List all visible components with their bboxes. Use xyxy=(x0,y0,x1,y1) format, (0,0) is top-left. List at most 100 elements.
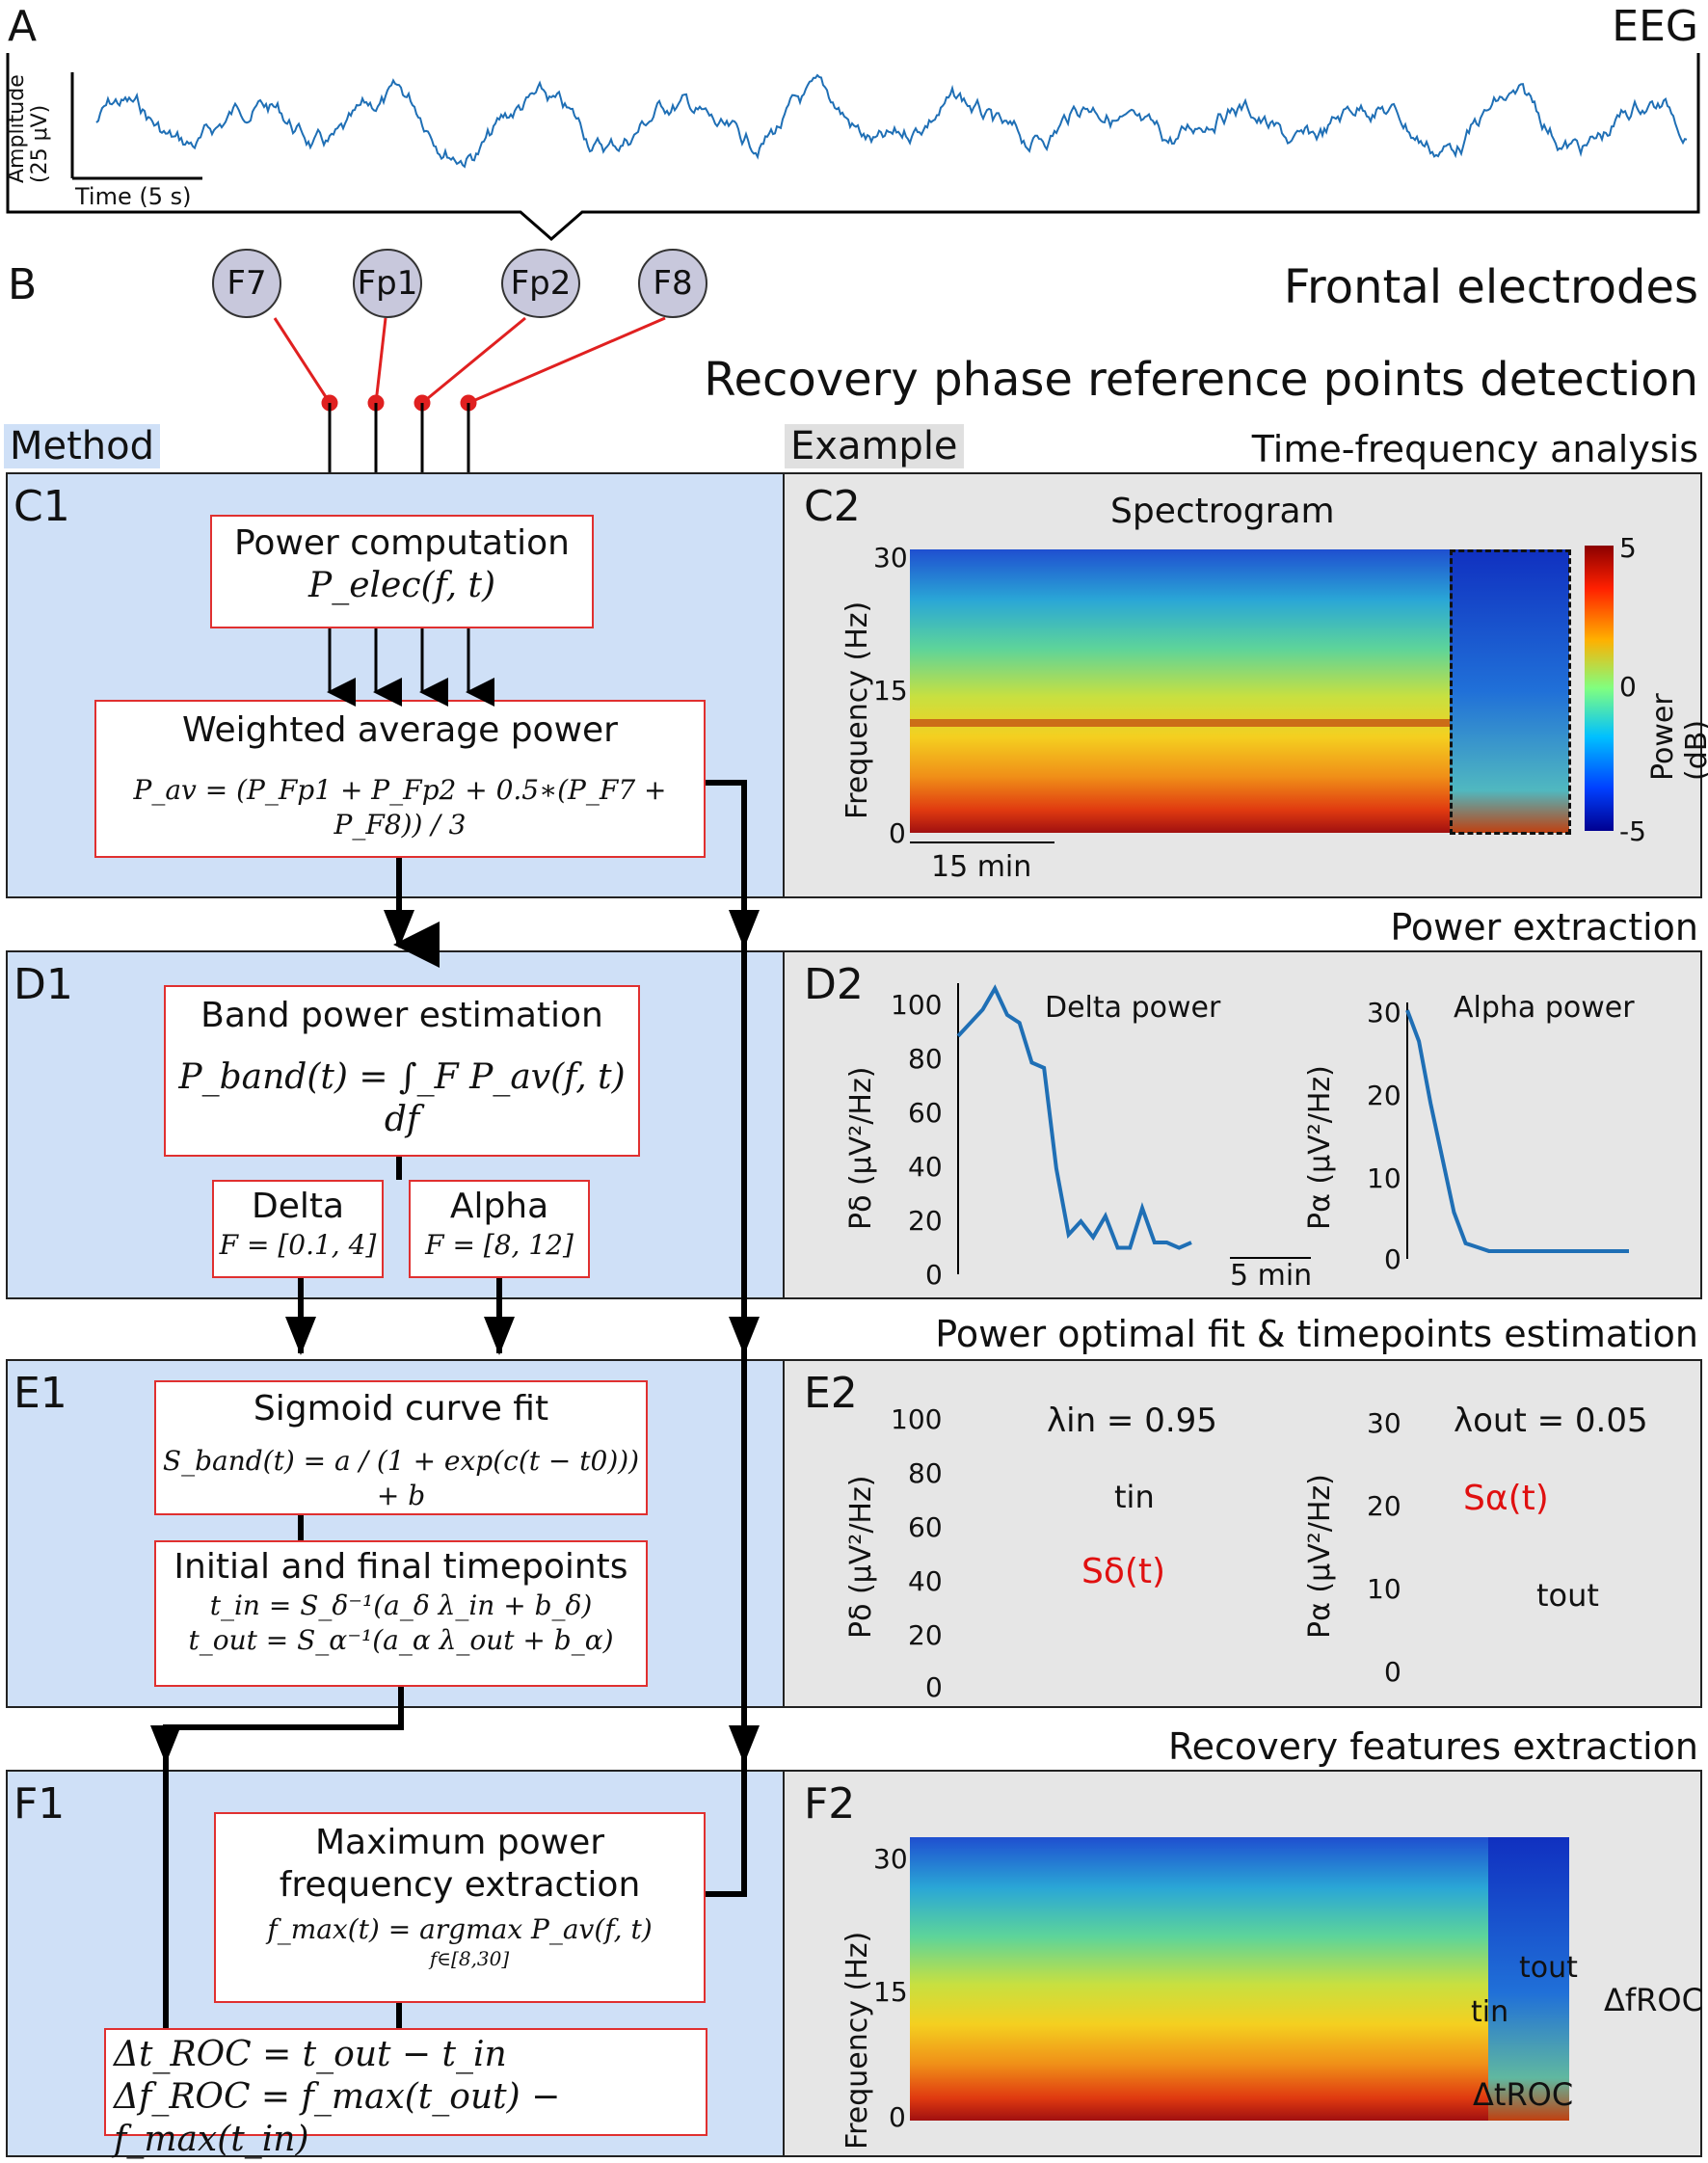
sigmoid-box: Sigmoid curve fit S_band(t) = a / (1 + e… xyxy=(154,1380,648,1515)
colorbar-tick-0: 0 xyxy=(1619,671,1637,703)
panel-a-letter: A xyxy=(8,2,38,51)
f2-ytick-15: 15 xyxy=(873,1976,908,2008)
time-scale-label: Time (5 s) xyxy=(75,183,192,210)
section-pe: Power extraction xyxy=(1390,906,1698,948)
d2-delta-series-line xyxy=(956,984,1192,1250)
colorbar-tick-5: 5 xyxy=(1619,532,1637,564)
s-delta-label: Sδ(t) xyxy=(1081,1552,1166,1591)
e2-alpha-tick-30: 30 xyxy=(1367,1407,1401,1439)
e2-delta-tick-40: 40 xyxy=(908,1565,943,1597)
power-computation-title: Power computation xyxy=(234,523,570,563)
method-tag: Method xyxy=(4,424,161,468)
spectrogram-alpha-band xyxy=(910,719,1459,727)
panel-d2 xyxy=(783,950,1702,1299)
spectrogram-scale-label: 15 min xyxy=(931,850,1032,884)
band-power-title: Band power estimation xyxy=(200,996,603,1035)
spectrogram-ytick-0: 0 xyxy=(889,817,906,849)
electrode-fp1: Fp1 xyxy=(353,249,422,318)
max-power-formula: f_max(t) = argmax P_av(f, t) xyxy=(267,1913,653,1945)
alpha-power-title: Alpha power xyxy=(1454,991,1635,1025)
d2-delta-tick-60: 60 xyxy=(908,1097,943,1129)
e2-delta-ylabel: Pδ (μV²/Hz) xyxy=(844,1475,878,1639)
spectrogram-recovery-region xyxy=(1450,549,1569,833)
max-power-title-2: frequency extraction xyxy=(279,1865,641,1905)
panel-f2-letter: F2 xyxy=(804,1779,856,1829)
delta-name: Delta xyxy=(251,1187,345,1226)
d2-delta-tick-0: 0 xyxy=(925,1259,943,1291)
e2-delta-tick-20: 20 xyxy=(908,1619,943,1651)
f2-ytick-30: 30 xyxy=(873,1843,908,1875)
panel-c1-letter: C1 xyxy=(13,482,70,531)
recovery-dashed-box xyxy=(1450,549,1571,835)
panel-f1-letter: F1 xyxy=(13,1779,66,1829)
panel-e2-letter: E2 xyxy=(804,1369,858,1418)
f2-ytick-0: 0 xyxy=(889,2101,906,2133)
panel-e1-letter: E1 xyxy=(13,1369,67,1418)
delta-t-roc-label: ΔtROC xyxy=(1473,2076,1574,2113)
e2-tout-label: tout xyxy=(1536,1577,1599,1614)
alpha-name: Alpha xyxy=(449,1187,549,1226)
spectrogram-ytick-15: 15 xyxy=(873,675,908,707)
colorbar-tick-m5: -5 xyxy=(1619,815,1646,847)
spectrogram-f2 xyxy=(910,1837,1569,2121)
max-power-box: Maximum power frequency extraction f_max… xyxy=(214,1812,706,2003)
alpha-box: Alpha F = [8, 12] xyxy=(409,1180,590,1278)
electrode-f8: F8 xyxy=(638,249,707,318)
e2-alpha-ylabel: Pα (μV²/Hz) xyxy=(1303,1474,1337,1639)
d2-alpha-tick-20: 20 xyxy=(1367,1080,1401,1111)
f2-tin-label: tin xyxy=(1471,1995,1509,2029)
max-power-title-1: Maximum power xyxy=(314,1823,605,1862)
d2-delta-tick-100: 100 xyxy=(891,989,943,1021)
electrode-f7: F7 xyxy=(212,249,281,318)
e2-alpha-tick-20: 20 xyxy=(1367,1490,1401,1522)
spectrogram-ytick-30: 30 xyxy=(873,542,908,574)
lambda-in-label: λin = 0.95 xyxy=(1047,1402,1217,1440)
roc-t-formula: Δt_ROC = t_out − t_in xyxy=(114,2035,507,2074)
section-fit: Power optimal fit & timepoints estimatio… xyxy=(935,1313,1698,1355)
timepoints-title: Initial and final timepoints xyxy=(173,1547,628,1587)
colorbar xyxy=(1585,546,1614,831)
power-computation-box: Power computation P_elec(f, t) xyxy=(210,515,594,628)
e2-alpha-tick-10: 10 xyxy=(1367,1573,1401,1605)
sigmoid-title: Sigmoid curve fit xyxy=(253,1389,549,1429)
spectrogram-title: Spectrogram xyxy=(1110,492,1335,531)
delta-box: Delta F = [0.1, 4] xyxy=(212,1180,384,1278)
panel-b-letter: B xyxy=(8,260,38,309)
electrode-fp2: Fp2 xyxy=(501,249,580,318)
e2-delta-tick-60: 60 xyxy=(908,1511,943,1543)
band-power-formula: P_band(t) = ∫_F P_av(f, t) df xyxy=(178,1057,626,1139)
power-computation-formula: P_elec(f, t) xyxy=(308,566,495,605)
d2-delta-tick-80: 80 xyxy=(908,1043,943,1075)
delta-range: F = [0.1, 4] xyxy=(219,1229,377,1261)
panel-b-title: Frontal electrodes xyxy=(1283,260,1698,314)
headline: Recovery phase reference points detectio… xyxy=(704,353,1698,407)
spectrogram-scale-bar xyxy=(910,841,1054,843)
example-tag: Example xyxy=(785,424,964,468)
s-alpha-label: Sα(t) xyxy=(1463,1479,1549,1518)
d2-alpha-tick-10: 10 xyxy=(1367,1162,1401,1194)
roc-f-formula: Δf_ROC = f_max(t_out) − f_max(t_in) xyxy=(114,2077,561,2159)
weighted-average-box: Weighted average power P_av = (P_Fp1 + P… xyxy=(94,700,706,858)
e2-delta-tick-100: 100 xyxy=(891,1403,943,1435)
d2-scale-label: 5 min xyxy=(1230,1259,1313,1293)
d2-alpha-tick-0: 0 xyxy=(1384,1243,1401,1275)
d2-scale-bar xyxy=(1230,1257,1311,1259)
tin-formula: t_in = S_δ⁻¹(a_δ λ_in + b_δ) xyxy=(209,1589,593,1621)
delta-f-roc-label: ΔfROC xyxy=(1604,1982,1703,2018)
f2-tout-label: tout xyxy=(1519,1951,1578,1985)
roc-box: Δt_ROC = t_out − t_in Δf_ROC = f_max(t_o… xyxy=(104,2028,707,2159)
panel-d1-letter: D1 xyxy=(13,960,73,1009)
lambda-out-label: λout = 0.05 xyxy=(1454,1402,1648,1440)
sigmoid-formula: S_band(t) = a / (1 + exp(c(t − t0))) + b xyxy=(162,1445,640,1511)
band-power-box: Band power estimation P_band(t) = ∫_F P_… xyxy=(164,985,640,1157)
e2-delta-tick-0: 0 xyxy=(925,1671,943,1703)
f2-ylabel: Frequency (Hz) xyxy=(841,1931,874,2150)
e2-delta-tick-80: 80 xyxy=(908,1457,943,1489)
tout-formula: t_out = S_α⁻¹(a_α λ_out + b_α) xyxy=(188,1624,614,1656)
d2-alpha-series-line xyxy=(1405,1009,1629,1253)
e2-alpha-tick-0: 0 xyxy=(1384,1656,1401,1688)
f2-recovery-region xyxy=(1488,1837,1569,2121)
panel-d2-letter: D2 xyxy=(804,960,864,1009)
panel-a-title: EEG xyxy=(1612,2,1698,51)
eeg-trace xyxy=(6,53,1700,241)
